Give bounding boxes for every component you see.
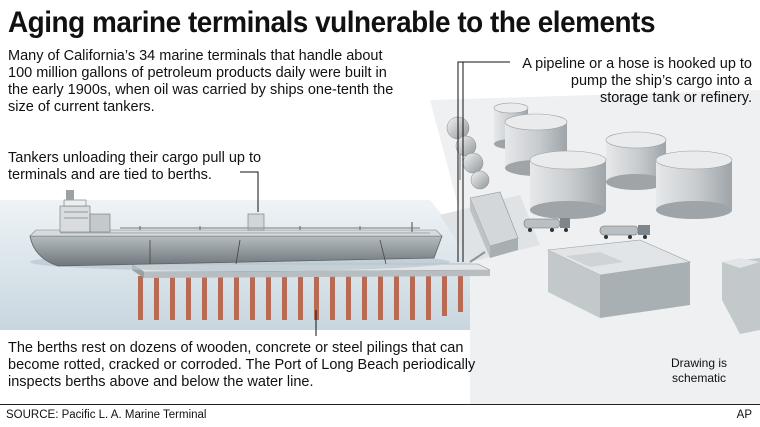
pump-house [469, 191, 519, 258]
source-line: SOURCE: Pacific L. A. Marine Terminal [6, 409, 207, 421]
tanker-ship [29, 190, 450, 271]
storage-tanks [493, 102, 733, 219]
intro-callout: Many of California’s 34 marine terminals… [8, 48, 394, 115]
berths-callout: The berths rest on dozens of wooden, con… [8, 340, 476, 390]
leader-lines [240, 61, 510, 336]
headline: Aging marine terminals vulnerable to the… [8, 6, 656, 39]
footer: SOURCE: Pacific L. A. Marine Terminal AP [0, 404, 760, 427]
schematic-note: Drawing is schematic [670, 356, 727, 385]
refinery-buildings [546, 239, 760, 334]
terminal-illustration [0, 61, 760, 404]
pipeline-callout: A pipeline or a hose is hooked up to pum… [522, 56, 752, 106]
storage-tank [529, 150, 607, 219]
tankers-callout: Tankers unloading their cargo pull up to… [8, 150, 262, 183]
storage-tank [655, 150, 733, 219]
pier-pilings [138, 276, 463, 320]
credit-line: AP [736, 409, 752, 421]
tanker-trucks [523, 218, 650, 239]
